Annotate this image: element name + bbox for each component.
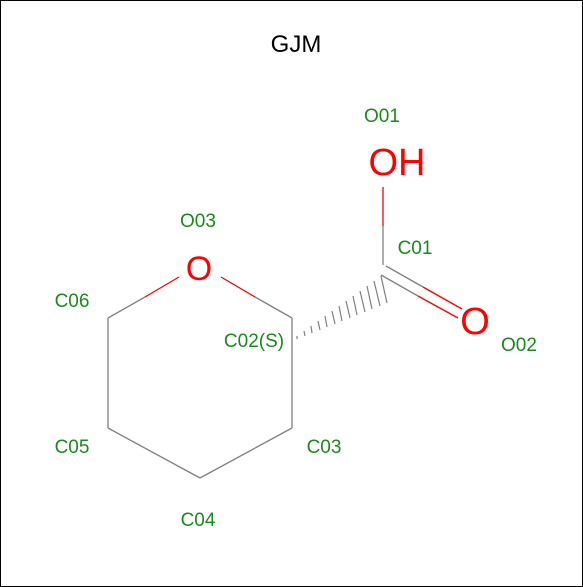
- carbonyl-oxygen-symbol: O: [460, 301, 490, 343]
- bond-c01-o02-b1: [417, 295, 459, 319]
- bond-c01-o02-a2: [385, 265, 424, 288]
- atom-label-c05: C05: [55, 437, 90, 458]
- atom-label-c02: C02(S): [224, 331, 284, 352]
- bond-o03-c06-b: [107, 296, 146, 319]
- bond-c01-o02-b2: [422, 286, 463, 310]
- ring-oxygen-symbol: O: [186, 250, 212, 288]
- bond-c02-o03-a: [254, 296, 293, 319]
- bond-c05-c04: [107, 427, 201, 479]
- bond-c04-c03: [199, 427, 293, 479]
- atom-label-c01: C01: [398, 238, 433, 259]
- atom-label-o02: O02: [501, 335, 537, 356]
- atom-label-c04: C04: [181, 510, 216, 531]
- hydroxyl-symbol: OH: [369, 142, 426, 184]
- atom-label-c06: C06: [55, 291, 90, 312]
- bond-o03-c06-a: [144, 276, 180, 298]
- hashed-wedge-bond: [296, 275, 388, 339]
- atom-label-c03: C03: [307, 437, 342, 458]
- atom-label-o01: O01: [364, 106, 400, 127]
- molecule-title: GJM: [271, 31, 322, 58]
- bond-c02-o03-b: [220, 276, 256, 298]
- bond-c01-o02-a1: [380, 274, 419, 297]
- atom-label-o03: O03: [180, 211, 216, 232]
